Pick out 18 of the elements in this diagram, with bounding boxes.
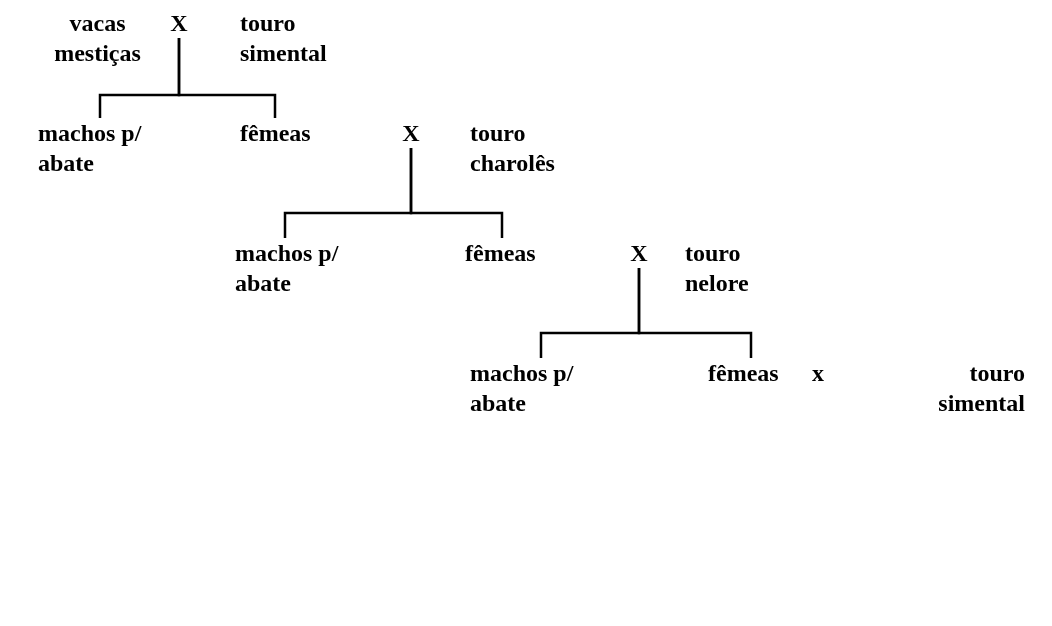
animal-group-label: fêmeas: [465, 238, 560, 268]
animal-group-label: fêmeas: [708, 358, 803, 388]
cross-symbol: X: [166, 8, 192, 38]
branch-line: [409, 148, 504, 238]
branch-line: [177, 38, 277, 118]
animal-group-label: touro charolês: [470, 118, 590, 178]
cross-symbol: X: [398, 118, 424, 148]
cross-symbol: X: [626, 238, 652, 268]
branch-line: [637, 268, 753, 358]
animal-group-label: touro simental: [240, 8, 355, 68]
animal-group-label: touro simental: [905, 358, 1025, 418]
animal-group-label: machos p/ abate: [470, 358, 588, 418]
animal-group-label: touro nelore: [685, 238, 775, 298]
animal-group-label: fêmeas: [240, 118, 335, 148]
cross-symbol: x: [805, 358, 831, 388]
animal-group-label: machos p/ abate: [235, 238, 353, 298]
animal-group-label: vacas mestiças: [30, 8, 165, 68]
animal-group-label: machos p/ abate: [38, 118, 156, 178]
